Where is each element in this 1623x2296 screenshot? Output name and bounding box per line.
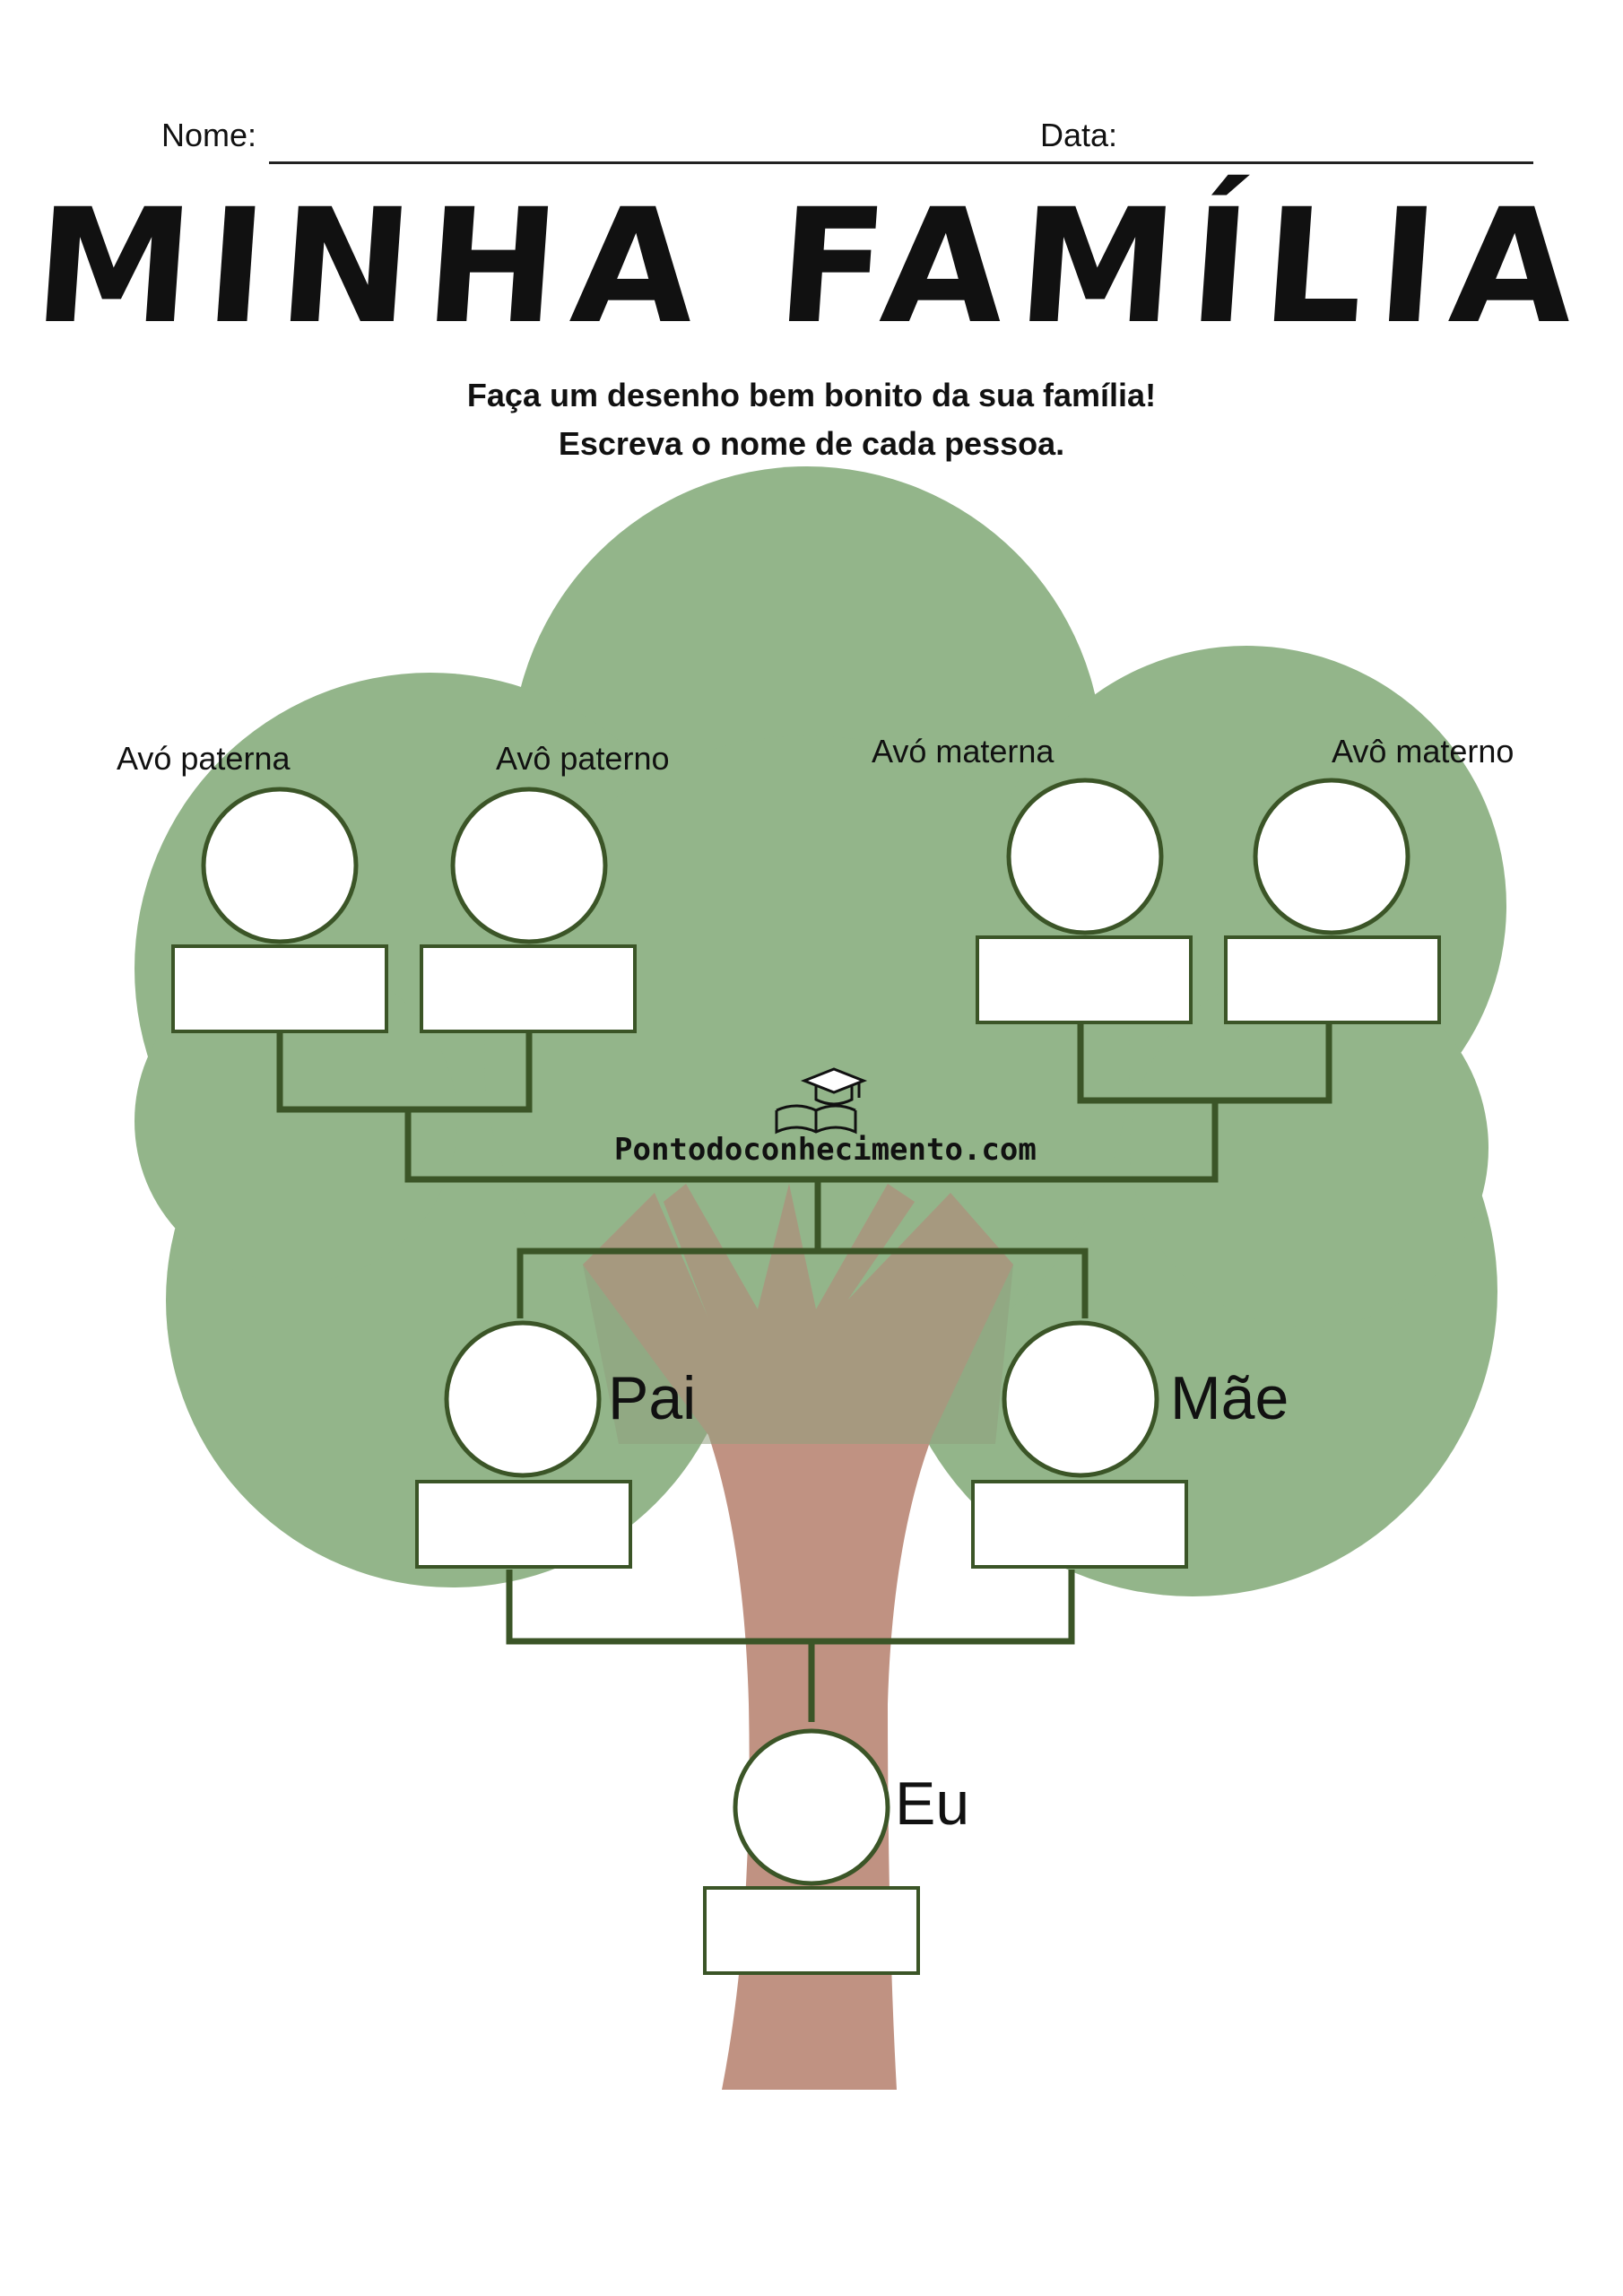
father-name-box[interactable]: [415, 1480, 632, 1569]
instruction-line-1: Faça um desenho bem bonito da sua famíli…: [466, 377, 1157, 413]
mother-label: Mãe: [1170, 1364, 1289, 1432]
maternal-grandfather-photo-circle[interactable]: [1253, 778, 1410, 935]
name-date-line[interactable]: [269, 161, 1533, 164]
paternal-grandfather-label: Avô paterno: [496, 740, 670, 777]
tree-connectors: [276, 1022, 1332, 1722]
mother-photo-circle[interactable]: [1002, 1320, 1159, 1478]
paternal-grandmother-label: Avó paterna: [117, 740, 291, 777]
me-name-box[interactable]: [703, 1886, 920, 1975]
maternal-grandmother-name-box[interactable]: [976, 935, 1193, 1024]
father-label: Pai: [608, 1364, 697, 1432]
maternal-grandmother-label: Avó materna: [872, 733, 1055, 770]
me-photo-circle[interactable]: [733, 1728, 890, 1886]
me-label: Eu: [895, 1770, 970, 1838]
paternal-grandmother-name-box[interactable]: [171, 944, 388, 1033]
maternal-grandmother-photo-circle[interactable]: [1006, 778, 1164, 935]
mother-name-box[interactable]: [971, 1480, 1188, 1569]
date-label: Data:: [1040, 117, 1118, 153]
instruction-line-2: Escreva o nome de cada pessoa.: [558, 425, 1065, 462]
paternal-grandmother-photo-circle[interactable]: [201, 787, 359, 944]
brand-text: Pontodoconhecimento.com: [614, 1132, 1037, 1168]
paternal-grandfather-name-box[interactable]: [420, 944, 637, 1033]
maternal-grandfather-label: Avô materno: [1332, 733, 1515, 770]
graduation-cap-book-icon: [775, 1067, 868, 1135]
maternal-grandfather-name-box[interactable]: [1224, 935, 1441, 1024]
name-label: Nome:: [161, 117, 257, 153]
paternal-grandfather-photo-circle[interactable]: [450, 787, 608, 944]
father-photo-circle[interactable]: [444, 1320, 602, 1478]
